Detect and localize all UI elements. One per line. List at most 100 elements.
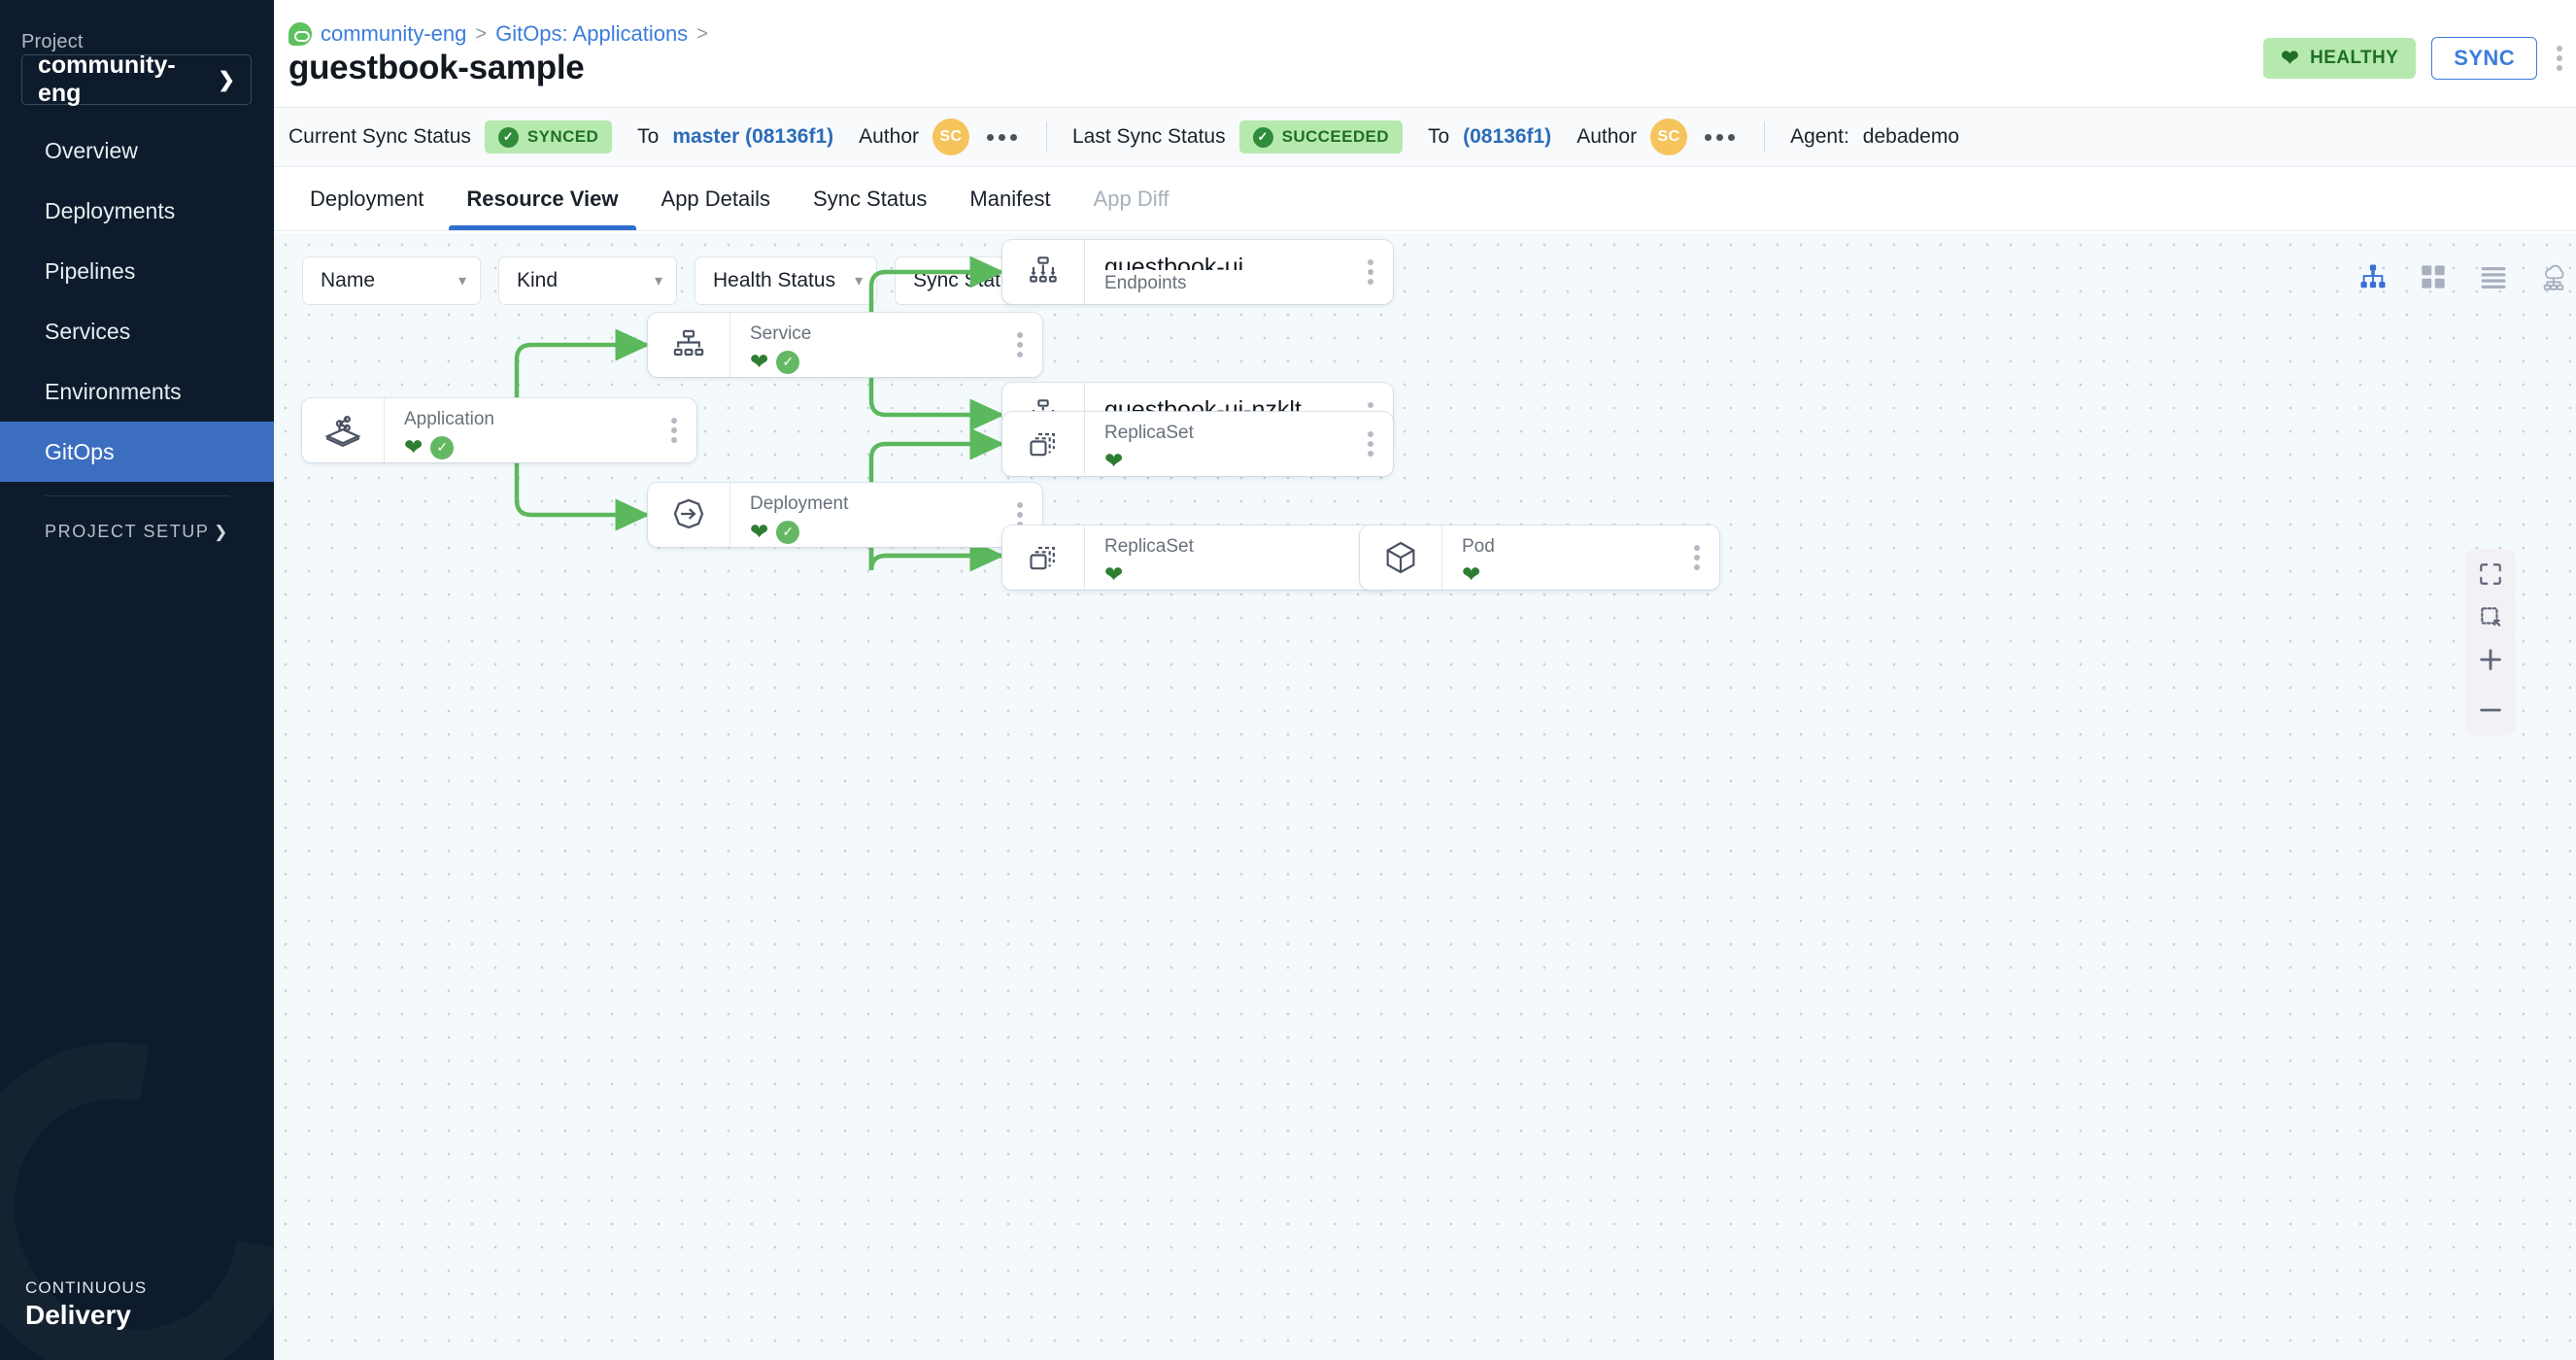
graph-node-more-icon[interactable] — [1348, 240, 1393, 304]
status-divider — [1764, 121, 1766, 153]
tab-app-details[interactable]: App Details — [640, 167, 793, 230]
graph-node-more-icon[interactable] — [652, 398, 696, 462]
current-author-group: Author SC — [859, 119, 1021, 155]
current-sync-status-value: SYNCED — [526, 127, 599, 146]
current-revision-link[interactable]: master (08136f1) — [672, 125, 834, 148]
sidebar-item-label: Services — [45, 318, 131, 344]
last-sync-status-value: SUCCEEDED — [1281, 127, 1389, 146]
tab-resource-view[interactable]: Resource View — [445, 167, 639, 230]
graph-node-kind: Pod — [1462, 536, 1495, 557]
check-circle-icon: ✓ — [776, 350, 800, 374]
sidebar-item-environments[interactable]: Environments — [0, 361, 274, 422]
graph-node-text: guestbook-ui Service ❤ ✓ — [729, 313, 998, 377]
current-revision-group: To master (08136f1) — [637, 125, 833, 149]
fit-screen-button[interactable] — [2465, 549, 2516, 599]
graph-node-kind: ReplicaSet — [1104, 423, 1194, 443]
check-circle-icon: ✓ — [1252, 126, 1273, 148]
graph-node-replicaset-b848d5d9d[interactable]: guestbook-ui-b848d5d9d ReplicaSet ❤ — [1002, 526, 1393, 590]
heart-icon: ❤ — [1104, 561, 1124, 587]
graph-node-endpoints[interactable]: guestbook-ui Endpoints — [1002, 240, 1393, 304]
agent-group: Agent: debademo — [1790, 125, 1959, 149]
graph-node-pod[interactable]: guestbook-ui-b848d5d9... Pod ❤ — [1360, 526, 1719, 590]
avatar[interactable]: SC — [932, 119, 969, 155]
last-author-label: Author — [1576, 125, 1638, 148]
last-revision-link[interactable]: (08136f1) — [1463, 125, 1552, 148]
filter-kind[interactable]: Kind ▾ — [498, 256, 677, 305]
current-sync-status-group: Current Sync Status ✓ SYNCED — [288, 120, 613, 153]
zoom-buttons-group — [2465, 634, 2516, 735]
last-author-more-icon[interactable] — [1701, 128, 1739, 147]
tab-manifest[interactable]: Manifest — [948, 167, 1071, 230]
sidebar-item-label: Environments — [45, 378, 182, 404]
graph-node-text: guestbook-ui-7c64987dc9 ReplicaSet ❤ — [1084, 412, 1348, 476]
top-right-actions: ❤ HEALTHY SYNC — [2263, 37, 2566, 80]
sidebar-item-services[interactable]: Services — [0, 301, 274, 361]
sidebar-item-gitops[interactable]: GitOps — [0, 422, 274, 482]
filter-health-status[interactable]: Health Status ▾ — [695, 256, 878, 305]
zoom-in-button[interactable] — [2465, 634, 2516, 685]
graph-node-deployment[interactable]: guestbook-ui Deployment ❤ ✓ — [648, 483, 1042, 547]
graph-node-replicaset-7c64987dc9[interactable]: guestbook-ui-7c64987dc9 ReplicaSet ❤ — [1002, 412, 1393, 476]
tab-sync-status[interactable]: Sync Status — [792, 167, 948, 230]
current-author-more-icon[interactable] — [983, 128, 1021, 147]
project-selector[interactable]: community-eng ❯ — [21, 51, 252, 107]
current-sync-status-badge: ✓ SYNCED — [484, 120, 613, 153]
last-author-group: Author SC — [1576, 119, 1739, 155]
graph-node-text: guestbook-ui Endpoints — [1084, 240, 1348, 304]
tab-label: Sync Status — [813, 186, 928, 211]
status-divider — [1046, 121, 1047, 153]
application-icon — [302, 398, 384, 462]
sidebar-item-pipelines[interactable]: Pipelines — [0, 241, 274, 301]
filter-name[interactable]: Name ▾ — [302, 256, 481, 305]
page-title: guestbook-sample — [288, 49, 585, 86]
heart-icon: ❤ — [404, 434, 424, 459]
list-view-icon[interactable] — [2477, 260, 2510, 293]
resource-graph-canvas[interactable]: Name ▾ Kind ▾ Health Status ▾ Sync Statu… — [274, 233, 2576, 1360]
select-area-button[interactable] — [2465, 592, 2516, 642]
graph-node-name: guestbook-ui-nzklt — [1104, 396, 1302, 413]
status-bar: Current Sync Status ✓ SYNCED To master (… — [274, 107, 2576, 167]
sidebar-item-overview[interactable]: Overview — [0, 120, 274, 181]
breadcrumb-separator: > — [475, 22, 488, 45]
brand-line1: CONTINUOUS — [25, 1278, 148, 1297]
health-status-label: HEALTHY — [2310, 48, 2399, 68]
tab-label: Resource View — [466, 186, 619, 211]
tree-view-icon[interactable] — [2356, 260, 2390, 293]
sync-button[interactable]: SYNC — [2431, 37, 2537, 80]
breadcrumb-link-gitops-applications[interactable]: GitOps: Applications — [495, 21, 689, 46]
graph-node-more-icon[interactable] — [998, 483, 1042, 547]
service-icon — [648, 313, 729, 377]
avatar[interactable]: SC — [1650, 119, 1688, 155]
more-options-icon[interactable] — [2553, 42, 2566, 75]
grid-view-icon[interactable] — [2417, 260, 2450, 293]
tab-deployment[interactable]: Deployment — [288, 167, 445, 230]
heart-icon: ❤ — [750, 519, 769, 544]
heart-icon: ❤ — [750, 349, 769, 374]
tab-bar: Deployment Resource View App Details Syn… — [274, 167, 2576, 231]
network-view-icon[interactable] — [2537, 260, 2570, 293]
deployment-icon — [648, 483, 729, 547]
breadcrumb-link-project[interactable]: community-eng — [321, 21, 467, 46]
graph-node-more-icon[interactable] — [1348, 412, 1393, 476]
graph-node-kind: Service — [750, 323, 812, 344]
graph-node-more-icon[interactable] — [998, 313, 1042, 377]
last-sync-status-group: Last Sync Status ✓ SUCCEEDED — [1072, 120, 1403, 153]
sync-button-label: SYNC — [2454, 46, 2515, 70]
chevron-down-icon: ▾ — [855, 273, 864, 289]
harness-logo-icon — [288, 22, 312, 46]
graph-node-status: ❤ — [1104, 563, 1348, 586]
breadcrumb: community-eng > GitOps: Applications > — [288, 21, 708, 47]
graph-node-service[interactable]: guestbook-ui Service ❤ ✓ — [648, 313, 1042, 377]
graph-node-application[interactable]: guestbook-sample Application ❤ ✓ — [302, 398, 696, 462]
zoom-out-button[interactable] — [2465, 685, 2516, 735]
sidebar-item-deployments[interactable]: Deployments — [0, 181, 274, 241]
graph-node-more-icon[interactable] — [1675, 526, 1719, 590]
sidebar-section-project-setup[interactable]: PROJECT SETUP ❯ — [0, 496, 274, 542]
health-status-badge[interactable]: ❤ HEALTHY — [2263, 38, 2417, 79]
sidebar-item-label: Overview — [45, 137, 138, 163]
check-circle-icon: ✓ — [776, 520, 800, 544]
agent-label: Agent: — [1790, 125, 1849, 148]
graph-node-status: ❤ ✓ — [404, 434, 652, 459]
breadcrumb-separator: > — [696, 22, 708, 45]
chevron-down-icon: ▾ — [654, 273, 662, 289]
